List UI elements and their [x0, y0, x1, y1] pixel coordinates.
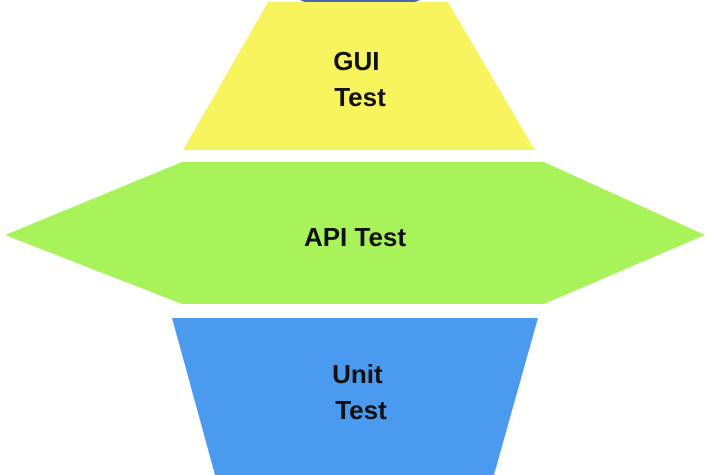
gui-test-layer: GUI Test: [183, 2, 535, 150]
unit-test-layer: Unit Test: [172, 318, 538, 475]
unit-test-label: Unit Test: [332, 359, 390, 425]
gui-test-label-line-1: GUI: [333, 46, 379, 76]
gui-test-shape: [183, 2, 535, 150]
api-test-label: API Test: [304, 222, 406, 252]
unit-test-shape: [172, 318, 538, 475]
gui-test-label: GUI Test: [333, 46, 386, 112]
unit-test-label-line-2: Test: [335, 395, 387, 425]
gui-test-label-line-2: Test: [334, 82, 386, 112]
api-test-shape: [5, 162, 705, 304]
api-test-label-line-1: API Test: [304, 222, 406, 252]
api-test-layer: API Test: [5, 162, 705, 304]
unit-test-label-line-1: Unit: [332, 359, 383, 389]
